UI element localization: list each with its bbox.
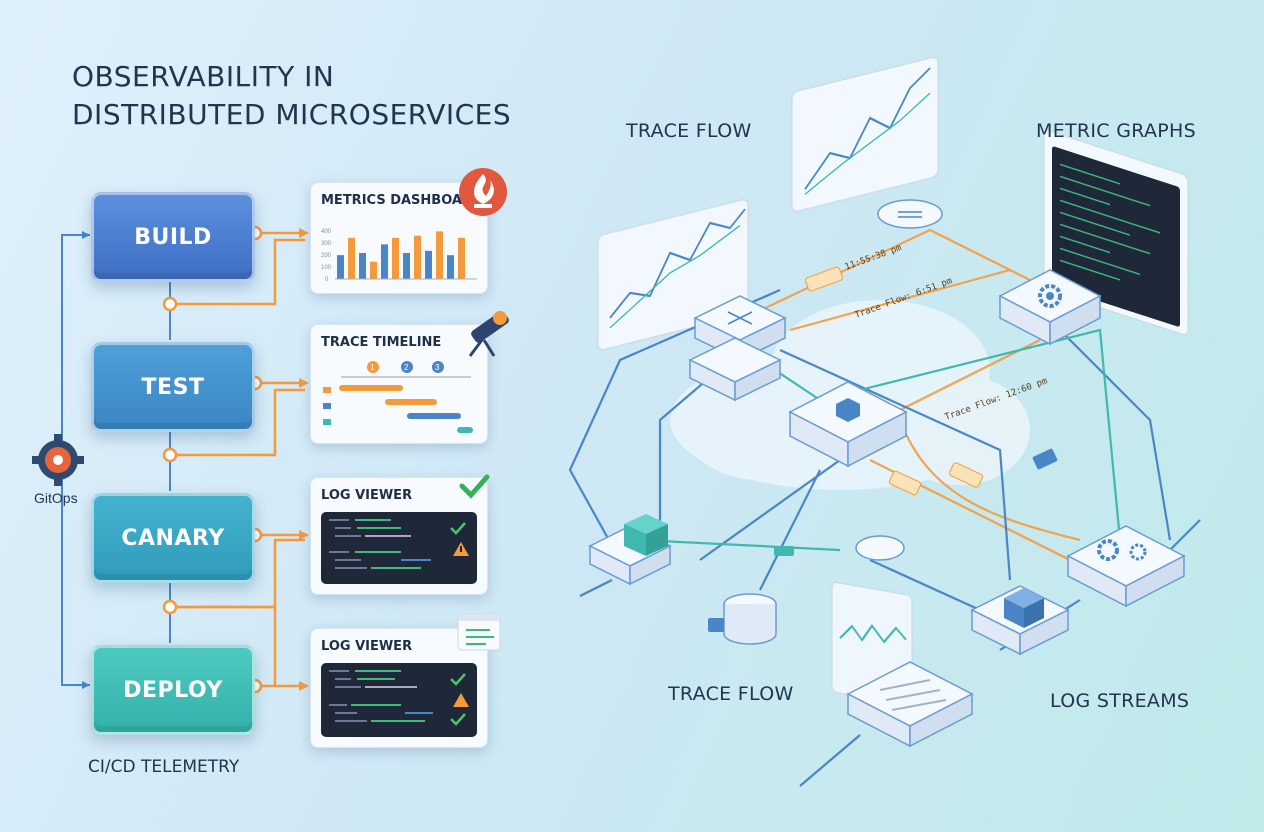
trace-timeline-title: TRACE TIMELINE bbox=[321, 335, 442, 350]
stage-build-label: BUILD bbox=[134, 224, 212, 250]
metrics-ytick-300: 300 bbox=[321, 241, 332, 247]
flow-tag-a-text: 11:55:38 pm bbox=[844, 243, 903, 273]
metrics-ytick-0: 0 bbox=[325, 277, 329, 283]
timeline-step-3: 3 bbox=[435, 363, 440, 372]
arrows-cross-icon bbox=[727, 311, 753, 325]
metrics-dashboard-title: METRICS DASHBOARD bbox=[321, 193, 483, 208]
gitops-gear-icon bbox=[32, 434, 84, 486]
lock-device-icon bbox=[708, 618, 724, 632]
metrics-bar-2 bbox=[348, 237, 355, 279]
sensor-device-icon bbox=[774, 546, 794, 556]
trace-flow-bottom-label: TRACE FLOW bbox=[668, 683, 794, 705]
stage-canary[interactable]: CANARY bbox=[91, 493, 255, 583]
log-viewer-1-code bbox=[321, 512, 477, 584]
core-service-node bbox=[788, 381, 908, 468]
log-viewer-2-title: LOG VIEWER bbox=[321, 639, 413, 654]
gears-icon bbox=[1097, 539, 1119, 561]
metrics-bar-11 bbox=[447, 255, 454, 279]
gears-service-node bbox=[1066, 525, 1186, 608]
gitops-label: GitOps bbox=[34, 490, 78, 506]
log-viewer-1-title: LOG VIEWER bbox=[321, 488, 413, 503]
timeline-step-3-marker bbox=[432, 361, 444, 373]
timeline-step-1: 1 bbox=[370, 363, 375, 372]
stage-canary-label: CANARY bbox=[121, 525, 225, 551]
page-title: OBSERVABILITY IN DISTRIBUTED MICROSERVIC… bbox=[72, 58, 511, 134]
log-viewer-panel-1[interactable]: LOG VIEWER bbox=[310, 477, 488, 595]
metrics-bar-8 bbox=[414, 235, 421, 279]
metrics-dashboard-panel[interactable]: METRICS DASHBOARD 400 300 200 100 0 bbox=[310, 182, 488, 294]
metrics-bar-6 bbox=[392, 237, 399, 279]
gear-service-node bbox=[998, 269, 1102, 346]
database-node bbox=[723, 593, 777, 645]
flow-tag-a: 11:55:38 pm bbox=[805, 243, 903, 292]
monitor-device-icon bbox=[1032, 448, 1058, 470]
terminal-window bbox=[1043, 130, 1189, 335]
cicd-caption: CI/CD TELEMETRY bbox=[88, 757, 240, 777]
metrics-bar-4 bbox=[370, 261, 377, 279]
metrics-bar-3 bbox=[359, 253, 366, 279]
trace-flow-top-label: TRACE FLOW bbox=[626, 120, 752, 142]
gear-icon bbox=[1038, 284, 1062, 308]
small-node bbox=[855, 535, 905, 561]
metrics-ytick-400: 400 bbox=[321, 229, 332, 235]
equals-node bbox=[877, 199, 943, 229]
title-line-1: OBSERVABILITY IN bbox=[72, 60, 335, 93]
timeline-step-1-marker bbox=[367, 361, 379, 373]
metrics-bar-12 bbox=[458, 237, 465, 279]
metrics-bar-1 bbox=[337, 255, 344, 279]
log-stream-node bbox=[846, 661, 974, 748]
router-base-node bbox=[688, 337, 782, 402]
timeline-step-2: 2 bbox=[404, 363, 409, 372]
flow-tag-d bbox=[888, 462, 983, 496]
log-viewer-2-code bbox=[321, 663, 477, 737]
stage-build[interactable]: BUILD bbox=[91, 192, 255, 282]
metrics-ytick-100: 100 bbox=[321, 265, 332, 271]
metric-chart-window bbox=[791, 56, 939, 212]
metrics-bar-chart: 400 300 200 100 0 bbox=[321, 229, 477, 283]
hexagon-icon bbox=[836, 398, 860, 422]
stage-deploy-label: DEPLOY bbox=[123, 677, 223, 703]
metrics-bar-7 bbox=[403, 253, 410, 279]
metrics-bar-10 bbox=[436, 231, 443, 279]
title-line-2: DISTRIBUTED MICROSERVICES bbox=[72, 98, 512, 131]
cube-service-node bbox=[588, 514, 672, 586]
metrics-ytick-200: 200 bbox=[321, 253, 332, 259]
trace-timeline-panel[interactable]: TRACE TIMELINE 1 2 3 bbox=[310, 324, 488, 444]
stage-test-label: TEST bbox=[141, 374, 205, 400]
metric-graphs-label: METRIC GRAPHS bbox=[1036, 120, 1196, 142]
stage-deploy[interactable]: DEPLOY bbox=[91, 645, 255, 735]
trace-timeline-graphic: 1 2 3 bbox=[323, 361, 473, 433]
log-streams-label: LOG STREAMS bbox=[1050, 690, 1190, 712]
timeline-step-2-marker bbox=[401, 361, 413, 373]
stage-test[interactable]: TEST bbox=[91, 342, 255, 432]
metrics-bar-5 bbox=[381, 244, 388, 279]
metrics-bar-9 bbox=[425, 250, 432, 279]
blue-cube-node bbox=[970, 585, 1070, 656]
